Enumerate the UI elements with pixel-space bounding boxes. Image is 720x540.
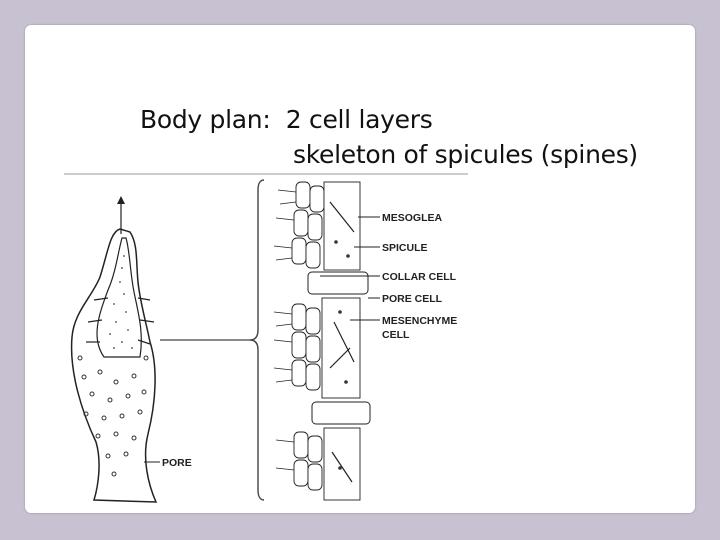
body-wall-section — [273, 181, 371, 501]
label-collar-cell: COLLAR CELL — [382, 271, 457, 283]
pore-channels — [86, 297, 155, 345]
spicules — [329, 201, 355, 483]
label-spicule: SPICULE — [382, 242, 428, 254]
label-cell: CELL — [382, 329, 410, 341]
flagella — [273, 189, 297, 471]
cavity-stipple — [109, 255, 133, 349]
slide-title-line-2: skeleton of spicules (spines) — [293, 140, 638, 169]
slide-title-line-1: Body plan: 2 cell layers — [140, 105, 433, 134]
sponge-body-outline — [70, 228, 158, 503]
mesoglea-region — [321, 181, 361, 501]
arrow-head — [117, 196, 125, 204]
label-leaders — [320, 216, 380, 321]
mesenchyme-cells — [334, 240, 350, 470]
label-mesoglea: MESOGLEA — [382, 212, 443, 224]
sponge-diagram: PORE — [64, 173, 468, 503]
surface-pores — [77, 355, 149, 477]
magnification-bracket — [249, 179, 265, 501]
pore-cells — [307, 271, 371, 425]
label-pore-cell: PORE CELL — [382, 293, 443, 305]
label-mesenchyme: MESENCHYME — [382, 315, 457, 327]
spongocoel — [96, 237, 142, 358]
pore-label: PORE — [162, 457, 192, 469]
collar-cell-column — [291, 181, 325, 491]
